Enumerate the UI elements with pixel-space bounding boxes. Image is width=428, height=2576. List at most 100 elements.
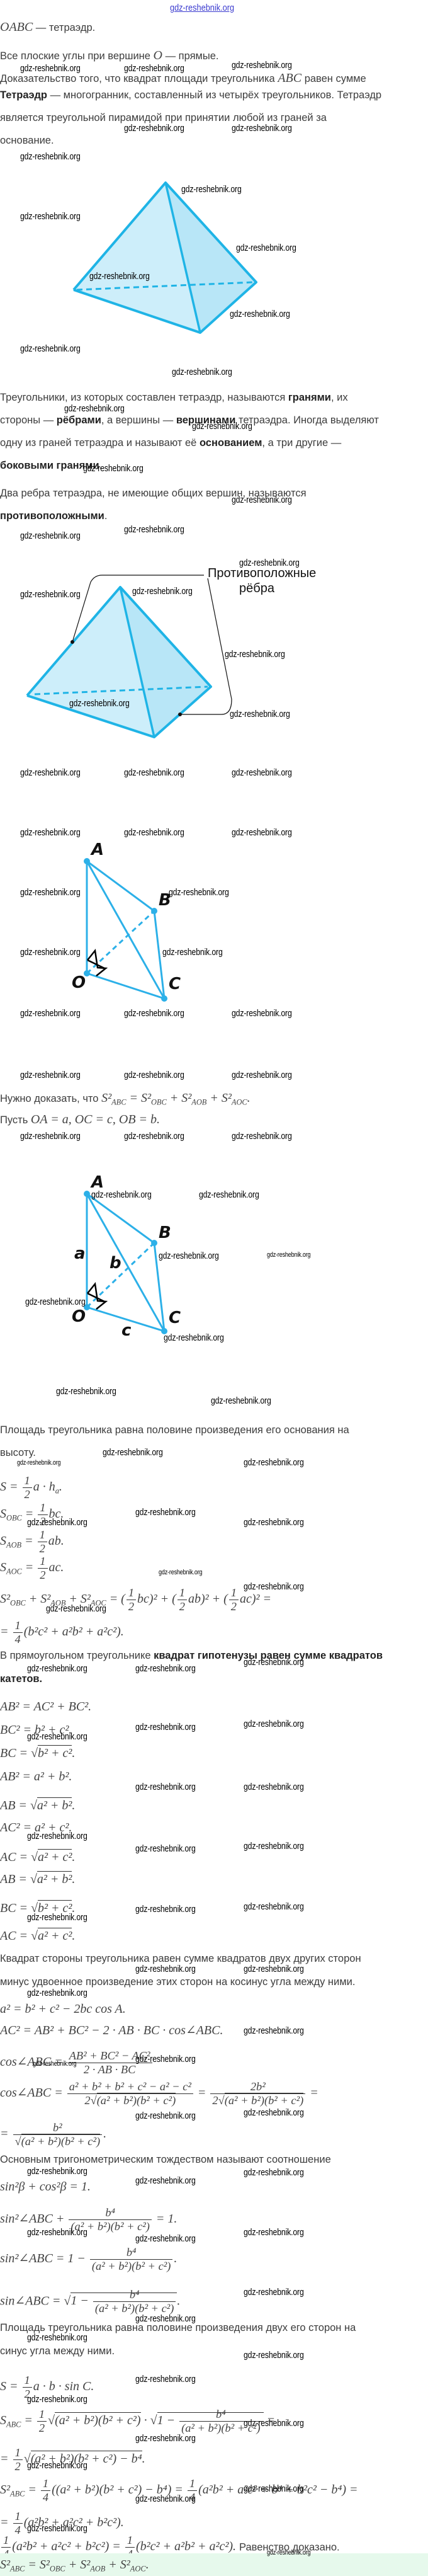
faces-line: Треугольники, из которых составлен тетра… bbox=[0, 392, 348, 403]
watermark-text: gdz-reshebnik.org bbox=[17, 1459, 61, 1467]
rule-text: минус удвоенное произведение этих сторон… bbox=[0, 1976, 356, 1988]
watermark-text: gdz-reshebnik.org bbox=[27, 1988, 87, 1998]
answer-box: S²ABC = S²OBC + S²AOB + S²AOC. bbox=[0, 2553, 428, 2576]
vertex-label-o: O bbox=[72, 973, 86, 992]
watermark-text: gdz-reshebnik.org bbox=[244, 1657, 304, 1668]
watermark-text: gdz-reshebnik.org bbox=[27, 2523, 87, 2534]
oabc-figure: A B O C bbox=[72, 840, 181, 1002]
watermark-text: gdz-reshebnik.org bbox=[244, 2418, 304, 2429]
watermark-text: gdz-reshebnik.org bbox=[244, 2107, 304, 2118]
goal-statement: Нужно доказать, что S²ABC = S²OBC + S²AO… bbox=[0, 1091, 251, 1107]
faces-line: Два ребра тетраэдра, не имеющие общих ве… bbox=[0, 488, 307, 499]
formula: sin²∠ABC = 1 − b⁴(a² + b²)(b² + c²). bbox=[0, 2246, 177, 2273]
right-angle-mark bbox=[87, 948, 108, 976]
watermark-text: gdz-reshebnik.org bbox=[199, 1189, 259, 1200]
watermark-text: gdz-reshebnik.org bbox=[267, 1251, 311, 1259]
watermark-text: gdz-reshebnik.org bbox=[124, 1008, 184, 1019]
formula: 14(a²b² + a²c² + b²c²) = 14(b²c² + a²b² … bbox=[0, 2534, 340, 2561]
vertex-label-c: C bbox=[169, 975, 181, 993]
watermark-text: gdz-reshebnik.org bbox=[20, 343, 81, 354]
formula: AB² = a² + b². bbox=[0, 1770, 72, 1783]
watermark-text: gdz-reshebnik.org bbox=[169, 887, 229, 898]
watermark-text: gdz-reshebnik.org bbox=[230, 309, 290, 319]
watermark-text: gdz-reshebnik.org bbox=[135, 2110, 196, 2121]
watermark-text: gdz-reshebnik.org bbox=[20, 530, 81, 541]
watermark-text: gdz-reshebnik.org bbox=[135, 1663, 196, 1674]
watermark-text: gdz-reshebnik.org bbox=[83, 463, 144, 474]
watermark-text: gdz-reshebnik.org bbox=[244, 1782, 304, 1792]
edge-label-a: a bbox=[74, 1244, 86, 1263]
watermark-text: gdz-reshebnik.org bbox=[267, 2549, 311, 2556]
watermark-text: gdz-reshebnik.org bbox=[20, 827, 81, 838]
watermark-text: gdz-reshebnik.org bbox=[244, 1719, 304, 1729]
formula: AC² = a² + c². bbox=[0, 1821, 72, 1835]
watermark-text: gdz-reshebnik.org bbox=[20, 1008, 81, 1019]
watermark-text: gdz-reshebnik.org bbox=[211, 1395, 271, 1406]
watermark-text: gdz-reshebnik.org bbox=[20, 589, 81, 600]
hidden-edge bbox=[76, 281, 254, 291]
watermark-text: gdz-reshebnik.org bbox=[135, 2433, 196, 2444]
watermark-text: gdz-reshebnik.org bbox=[27, 2166, 87, 2177]
watermark-text: gdz-reshebnik.org bbox=[244, 2483, 304, 2494]
watermark-text: gdz-reshebnik.org bbox=[27, 1731, 87, 1742]
faces-line: стороны — рёбрами, а вершины — вершинами… bbox=[0, 415, 379, 426]
watermark-text: gdz-reshebnik.org bbox=[103, 1447, 163, 1458]
vertex-label-a: A bbox=[90, 1173, 104, 1192]
site-watermark-link[interactable]: gdz-reshebnik.org bbox=[170, 3, 235, 13]
watermark-text: gdz-reshebnik.org bbox=[64, 403, 125, 414]
watermark-text: gdz-reshebnik.org bbox=[232, 1008, 292, 1019]
vertex-label-o: O bbox=[72, 1307, 86, 1326]
watermark-text: gdz-reshebnik.org bbox=[20, 63, 81, 74]
watermark-text: gdz-reshebnik.org bbox=[124, 1070, 184, 1080]
watermark-text: gdz-reshebnik.org bbox=[244, 2227, 304, 2238]
watermark-text: gdz-reshebnik.org bbox=[91, 1189, 152, 1200]
watermark-text: gdz-reshebnik.org bbox=[232, 123, 292, 134]
formula: AB = √a² + b². bbox=[0, 1871, 76, 1886]
watermark-text: gdz-reshebnik.org bbox=[124, 123, 184, 134]
watermark-text: gdz-reshebnik.org bbox=[69, 698, 130, 709]
opposite-edges-figure: Противоположные рёбра bbox=[26, 566, 316, 738]
formula: AB² = AC² + BC². bbox=[0, 1700, 92, 1714]
answer-formula: S²ABC = S²OBC + S²AOB + S²AOC. bbox=[0, 2558, 149, 2573]
watermark-text: gdz-reshebnik.org bbox=[162, 947, 223, 958]
vertex-label-b: B bbox=[159, 891, 171, 910]
tetrahedron-face bbox=[166, 183, 256, 333]
watermark-text: gdz-reshebnik.org bbox=[124, 524, 184, 535]
watermark-text: gdz-reshebnik.org bbox=[244, 2025, 304, 2036]
rule-text: Квадрат стороны треугольника равен сумме… bbox=[0, 1953, 361, 1964]
watermark-text: gdz-reshebnik.org bbox=[27, 2460, 87, 2471]
watermark-text: gdz-reshebnik.org bbox=[236, 243, 296, 253]
rule-text: Площадь треугольника равна половине прои… bbox=[0, 2322, 356, 2333]
hidden-edge bbox=[34, 685, 208, 696]
watermark-text: gdz-reshebnik.org bbox=[244, 1517, 304, 1528]
intro-line: OABC — тетраэдр. bbox=[0, 20, 96, 34]
watermark-text: gdz-reshebnik.org bbox=[225, 649, 285, 660]
intro-line: Все плоские углы при вершине O — прямые. bbox=[0, 49, 219, 62]
watermark-text: gdz-reshebnik.org bbox=[135, 2175, 196, 2186]
watermark-text: gdz-reshebnik.org bbox=[124, 1131, 184, 1142]
callout-dot bbox=[70, 640, 74, 644]
watermark-text: gdz-reshebnik.org bbox=[20, 1070, 81, 1080]
watermark-text: gdz-reshebnik.org bbox=[27, 2394, 87, 2405]
vertex-label-a: A bbox=[90, 840, 104, 859]
watermark-text: gdz-reshebnik.org bbox=[244, 1964, 304, 1974]
rule-text: высоту. bbox=[0, 1447, 36, 1458]
watermark-text: gdz-reshebnik.org bbox=[135, 1782, 196, 1792]
watermark-text: gdz-reshebnik.org bbox=[232, 495, 292, 505]
formula: = b²√(a² + b²)(b² + c²). bbox=[0, 2121, 107, 2148]
tetrahedron-face bbox=[120, 587, 211, 737]
formula: sin²β + cos²β = 1. bbox=[0, 2180, 91, 2194]
watermark-text: gdz-reshebnik.org bbox=[232, 827, 292, 838]
formula: AC = √a² + c². bbox=[0, 1928, 76, 1943]
watermark-text: gdz-reshebnik.org bbox=[135, 1964, 196, 1974]
watermark-text: gdz-reshebnik.org bbox=[192, 421, 252, 432]
watermark-text: gdz-reshebnik.org bbox=[124, 827, 184, 838]
watermark-text: gdz-reshebnik.org bbox=[135, 2493, 196, 2504]
